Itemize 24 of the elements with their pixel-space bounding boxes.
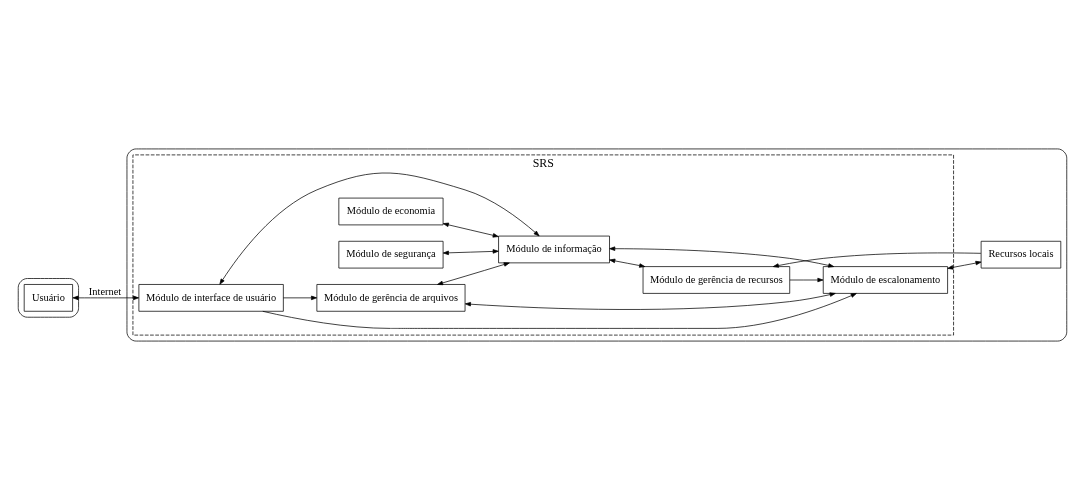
node-box: Módulo de gerência de arquivos [316, 284, 466, 312]
arrow [609, 246, 835, 268]
arrow [72, 295, 139, 301]
node-box: Módulo de informação [498, 235, 610, 264]
arrow [442, 249, 499, 256]
cluster [126, 148, 1068, 342]
edge-label: Internet [88, 286, 122, 298]
arrow [772, 252, 982, 268]
node-box: Módulo de segurança [338, 240, 444, 269]
arrow [442, 222, 499, 238]
node-box: Módulo de escalonamento [822, 266, 948, 294]
arrow [947, 260, 982, 270]
arrow [219, 172, 540, 285]
node-box: Módulo de gerência de recursos [642, 266, 791, 294]
arrow [283, 295, 317, 301]
node-box: Módulo de interface de usuário [138, 284, 284, 312]
arrow [437, 262, 510, 286]
arrow [789, 277, 824, 283]
arrow [609, 258, 646, 268]
arrow [262, 293, 857, 329]
node-box: Usuário [23, 284, 73, 312]
arrow [464, 292, 836, 310]
node-box: Módulo de economia [338, 197, 444, 226]
node-box: Recursos locais [980, 240, 1062, 269]
